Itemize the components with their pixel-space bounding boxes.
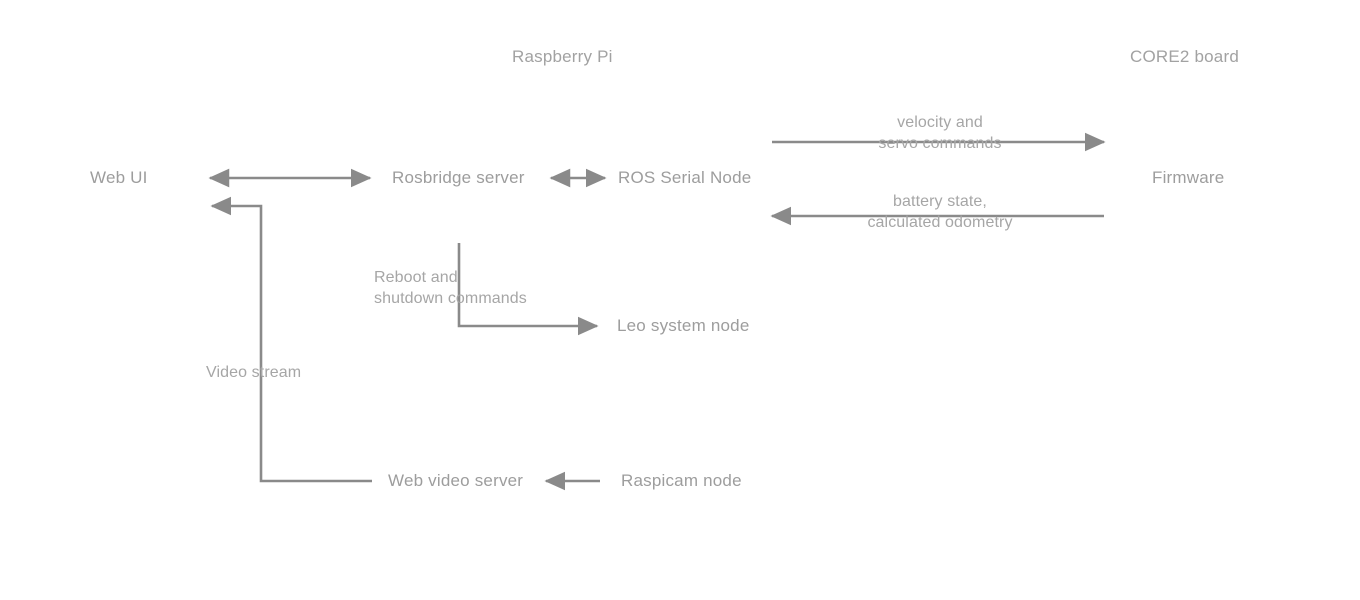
node-raspicam-node[interactable]: Raspicam node [621, 471, 742, 490]
node-web-video-server[interactable]: Web video server [388, 471, 524, 490]
edge-label-velocity-servo-commands: velocity and servo commands [840, 112, 1040, 154]
edge-webvideoserver-webui [210, 196, 372, 483]
edge-label-line-1: Video stream [206, 364, 302, 381]
edge-label-line-2: shutdown commands [374, 290, 527, 307]
edge-label-line-1: battery state, [893, 193, 987, 210]
node-ros-serial-node[interactable]: ROS Serial Node [618, 168, 752, 187]
edge-label-line-1: velocity and [897, 114, 983, 131]
edge-label-line-2: servo commands [878, 135, 1002, 152]
edge-label-video-stream: Video stream [206, 363, 301, 383]
group-title-raspberry-pi: Raspberry Pi [512, 47, 613, 66]
node-leo-system-node[interactable]: Leo system node [617, 316, 750, 335]
group-title-core2-board: CORE2 board [1130, 47, 1239, 66]
edge-label-line-1: Reboot and [374, 269, 458, 286]
node-web-ui[interactable]: Web UI [90, 168, 148, 187]
node-rosbridge-server[interactable]: Rosbridge server [392, 168, 525, 187]
node-firmware[interactable]: Firmware [1152, 168, 1225, 187]
edge-label-reboot-shutdown-commands: Reboot and shutdown commands [374, 267, 554, 309]
edge-label-line-2: calculated odometry [867, 214, 1013, 231]
edge-label-battery-odometry: battery state, calculated odometry [840, 191, 1040, 233]
